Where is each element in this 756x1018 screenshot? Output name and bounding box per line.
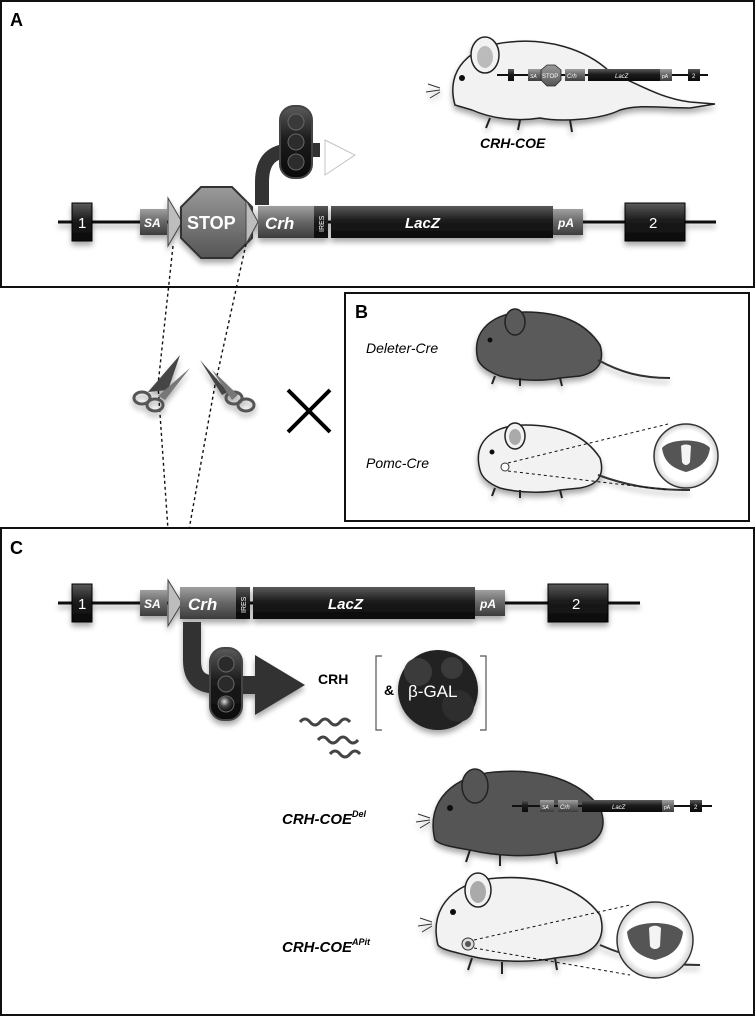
mouse-crh-coe-apit [417, 872, 701, 974]
mini-construct-c: SA Crh LacZ pA 2 [512, 800, 712, 812]
svg-text:SA: SA [542, 805, 549, 811]
sa-a: SA [144, 216, 161, 230]
panel-a-frame [0, 0, 755, 288]
bracket-left [375, 655, 382, 731]
crh-a: Crh [265, 214, 294, 233]
lacz-a: LacZ [405, 215, 441, 232]
pa-c: pA [479, 597, 496, 611]
exon2-a: 2 [649, 215, 657, 232]
svg-text:Crh: Crh [560, 805, 570, 811]
crh-coe-apit-label: CRH-COEAPit [282, 937, 371, 956]
scissors-right-icon [200, 360, 256, 413]
pa-a: pA [557, 216, 574, 230]
bgal-label: β-GAL [408, 682, 457, 701]
mouse-pomc-cre [477, 422, 691, 499]
svg-text:pA: pA [664, 805, 671, 811]
cross-icon [286, 388, 332, 434]
mouse-deleter-cre [475, 308, 671, 387]
mouse-crh-coe-del [415, 768, 604, 866]
pituitary-zoom-c [473, 901, 694, 979]
svg-text:Crh: Crh [567, 74, 577, 80]
ires-a: IRES [319, 215, 326, 232]
sa-c: SA [144, 597, 161, 611]
stop-label-a: STOP [187, 213, 236, 233]
panel-a-letter: A [10, 10, 23, 30]
exon1-a: 1 [78, 215, 86, 232]
panel-c-letter: C [10, 538, 23, 558]
ampersand-label: & [384, 682, 394, 698]
bracket-right [480, 655, 487, 731]
deleter-cre-label: Deleter-Cre [366, 340, 438, 356]
ires-c: IRES [241, 596, 248, 613]
construct-c: 1 SA Crh IRES LacZ pA 2 [58, 578, 640, 628]
crh-protein-label: CRH [318, 671, 348, 687]
svg-text:pA: pA [662, 74, 669, 80]
traffic-light-off [255, 105, 356, 205]
stop-sign [180, 186, 253, 259]
crh-peptide-icon [298, 717, 362, 759]
exon1-c: 1 [78, 596, 86, 613]
scissors-left-icon [132, 355, 190, 413]
panel-a-mouse-label: CRH-COE [480, 135, 546, 151]
construct-a: 1 SA STOP Crh IRES LacZ pA 2 [58, 186, 716, 259]
lacz-c: LacZ [328, 596, 364, 613]
bgal-blob-icon [398, 650, 478, 730]
exon2-c: 2 [572, 596, 580, 613]
svg-text:LacZ: LacZ [612, 805, 626, 811]
pituitary-zoom-b [507, 423, 719, 491]
svg-text:STOP: STOP [542, 74, 558, 80]
traffic-light-on [183, 622, 305, 721]
mini-construct-a: SA STOP Crh LacZ pA 2 [497, 64, 708, 87]
svg-text:2: 2 [692, 74, 696, 80]
svg-text:LacZ: LacZ [615, 74, 629, 80]
crh-coe-del-label: CRH-COEDel [282, 809, 367, 828]
svg-text:SA: SA [530, 74, 537, 80]
svg-text:2: 2 [694, 805, 698, 811]
panel-b-letter: B [355, 302, 368, 322]
crh-c: Crh [188, 595, 217, 614]
pomc-cre-label: Pomc-Cre [366, 455, 429, 471]
